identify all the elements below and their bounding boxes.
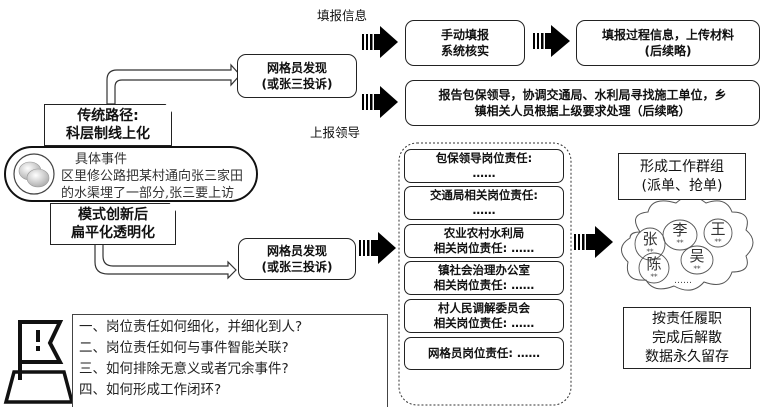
block-arrow-responsibilities-to-group xyxy=(574,226,613,258)
block-arrow-report-leader xyxy=(362,86,398,118)
responsibility-line: …… xyxy=(472,166,496,180)
grid-discovery-box-traditional: 网格员发现 (或张三投诉) xyxy=(237,54,357,98)
manual-fill-box: 手动填报系统核实 xyxy=(405,20,525,66)
warning-flag-icon xyxy=(3,320,75,404)
process-box-line-1: 填报过程信息，上传材料 xyxy=(601,28,734,42)
more-members: …… xyxy=(674,276,692,286)
traditional-tag-line-2: 科层制线上化 xyxy=(66,126,150,142)
member-stars: ** xyxy=(650,273,658,281)
edge-label-fill-info: 填报信息 xyxy=(317,8,368,23)
responsibility-line: …… xyxy=(472,203,496,217)
member-name: 陈 xyxy=(646,255,662,273)
outcome-line-1: 按责任履职 xyxy=(652,310,722,327)
event-line-2: 的水渠埋了一部分,张三要上访 xyxy=(61,186,235,201)
report-box-line-1: 报告包保领导，协调交通局、水利局寻找施工单位，乡 xyxy=(438,88,727,102)
member-name: 李 xyxy=(672,221,688,239)
member-stars: ** xyxy=(676,239,684,247)
report-leader-box: 报告包保领导，协调交通局、水利局寻找施工单位，乡镇相关人员根据上级要求处理（后续… xyxy=(405,80,760,126)
responsibility-line: 包保领导岗位责任: xyxy=(435,151,533,165)
workgroup-cloud xyxy=(621,196,754,291)
workgroup-title-line-2: (派单、抢单) xyxy=(641,177,723,194)
responsibility-line: 镇社会治理办公室 xyxy=(437,263,530,277)
hollow-arrow-traditional xyxy=(106,63,241,105)
question-item: 一、岗位责任如何细化，并细化到人? xyxy=(79,319,303,335)
grid-box-line-1: 网格员发现 xyxy=(266,61,327,75)
responsibility-line: 相关岗位责任: …… xyxy=(433,278,535,292)
responsibility-item: 村人民调解委员会相关岗位责任: …… xyxy=(404,299,564,333)
member-name: 吴 xyxy=(689,247,705,265)
member-bubble xyxy=(638,252,670,284)
responsibility-item: 镇社会治理办公室相关岗位责任: …… xyxy=(404,261,564,295)
innovative-tag-line-2: 扁平化透明化 xyxy=(71,225,155,241)
member-name: 张 xyxy=(642,230,658,248)
specific-event-box: 具体事件 区里修公路把某村通向张三家田 的水渠埋了一部分,张三要上访 xyxy=(4,146,258,202)
outcome-line-2: 完成后解散 xyxy=(652,329,722,346)
responsibility-item: 包保领导岗位责任:…… xyxy=(404,149,564,183)
question-item: 三、如何排除无意义或者冗余事件? xyxy=(79,361,289,377)
member-wang: 王** xyxy=(709,218,727,246)
member-bubble xyxy=(680,245,714,275)
member-chen: 陈** xyxy=(645,253,663,281)
traditional-path-tag: 传统路径: 科层制线上化 xyxy=(44,104,172,146)
grid-box-line-1: 网格员发现 xyxy=(266,244,327,258)
member-wu: 吴** xyxy=(688,245,706,273)
member-bubble xyxy=(703,218,733,248)
member-stars: ** xyxy=(693,265,701,273)
outcome-line-3: 数据永久留存 xyxy=(645,348,729,365)
responsibilities-container xyxy=(398,142,572,406)
manual-box-line-2: 系统核实 xyxy=(440,44,489,58)
responsibility-line: 村人民调解委员会 xyxy=(437,301,530,315)
member-stars: ** xyxy=(714,238,722,246)
workgroup-title-box: 形成工作群组 (派单、抢单) xyxy=(618,153,746,200)
grid-discovery-box-innovative: 网格员发现 (或张三投诉) xyxy=(238,238,356,280)
question-item: 二、岗位责任如何与事件智能关联? xyxy=(79,340,289,356)
member-stars: ** xyxy=(646,248,654,256)
responsibility-item: 网格员岗位责任: …… xyxy=(404,337,564,370)
chat-bubbles-icon xyxy=(13,153,55,195)
event-line-1: 区里修公路把某村通向张三家田 xyxy=(61,169,244,184)
innovative-tag-line-1: 模式创新后 xyxy=(78,207,148,223)
grid-box-line-2: (或张三投诉) xyxy=(261,260,333,274)
responsibility-line: 农业农村水利局 xyxy=(443,226,525,240)
responsibility-line: 相关岗位责任: …… xyxy=(433,316,535,330)
questions-box: 一、岗位责任如何细化，并细化到人? 二、岗位责任如何与事件智能关联? 三、如何排… xyxy=(72,314,388,407)
member-li: 李** xyxy=(671,219,689,247)
question-item: 四、如何形成工作闭环? xyxy=(79,382,222,398)
member-bubble xyxy=(662,219,698,251)
member-bubble xyxy=(634,227,666,261)
traditional-tag-line-1: 传统路径: xyxy=(77,108,139,124)
workgroup-title-line-1: 形成工作群组 xyxy=(640,158,724,175)
event-title: 具体事件 xyxy=(75,152,128,167)
hollow-arrow-innovative xyxy=(94,243,237,280)
member-name: 王 xyxy=(710,220,726,238)
block-arrow-fill-info xyxy=(362,26,398,58)
member-zhang: 张** xyxy=(641,228,659,256)
manual-box-line-1: 手动填报 xyxy=(440,28,489,42)
grid-box-line-2: (或张三投诉) xyxy=(261,77,333,91)
block-arrow-grid-to-responsibilities xyxy=(359,232,396,264)
responsibility-line: 相关岗位责任: …… xyxy=(433,241,535,255)
responsibility-line: 网格员岗位责任: …… xyxy=(427,346,541,360)
edge-label-report-leader: 上报领导 xyxy=(310,125,361,140)
block-arrow-manual-to-process xyxy=(533,25,570,57)
process-box-line-2: (后续略) xyxy=(644,44,692,58)
responsibility-item: 交通局相关岗位责任:…… xyxy=(404,186,564,220)
responsibility-item: 农业农村水利局相关岗位责任: …… xyxy=(404,224,564,258)
innovative-path-tag: 模式创新后扁平化透明化 xyxy=(50,203,176,245)
process-info-box: 填报过程信息，上传材料 (后续略) xyxy=(576,20,760,66)
outcome-box: 按责任履职完成后解散数据永久留存 xyxy=(623,307,751,369)
report-box-line-2: 镇相关人员根据上级要求处理（后续略） xyxy=(474,104,691,118)
responsibility-line: 交通局相关岗位责任: xyxy=(429,188,539,202)
